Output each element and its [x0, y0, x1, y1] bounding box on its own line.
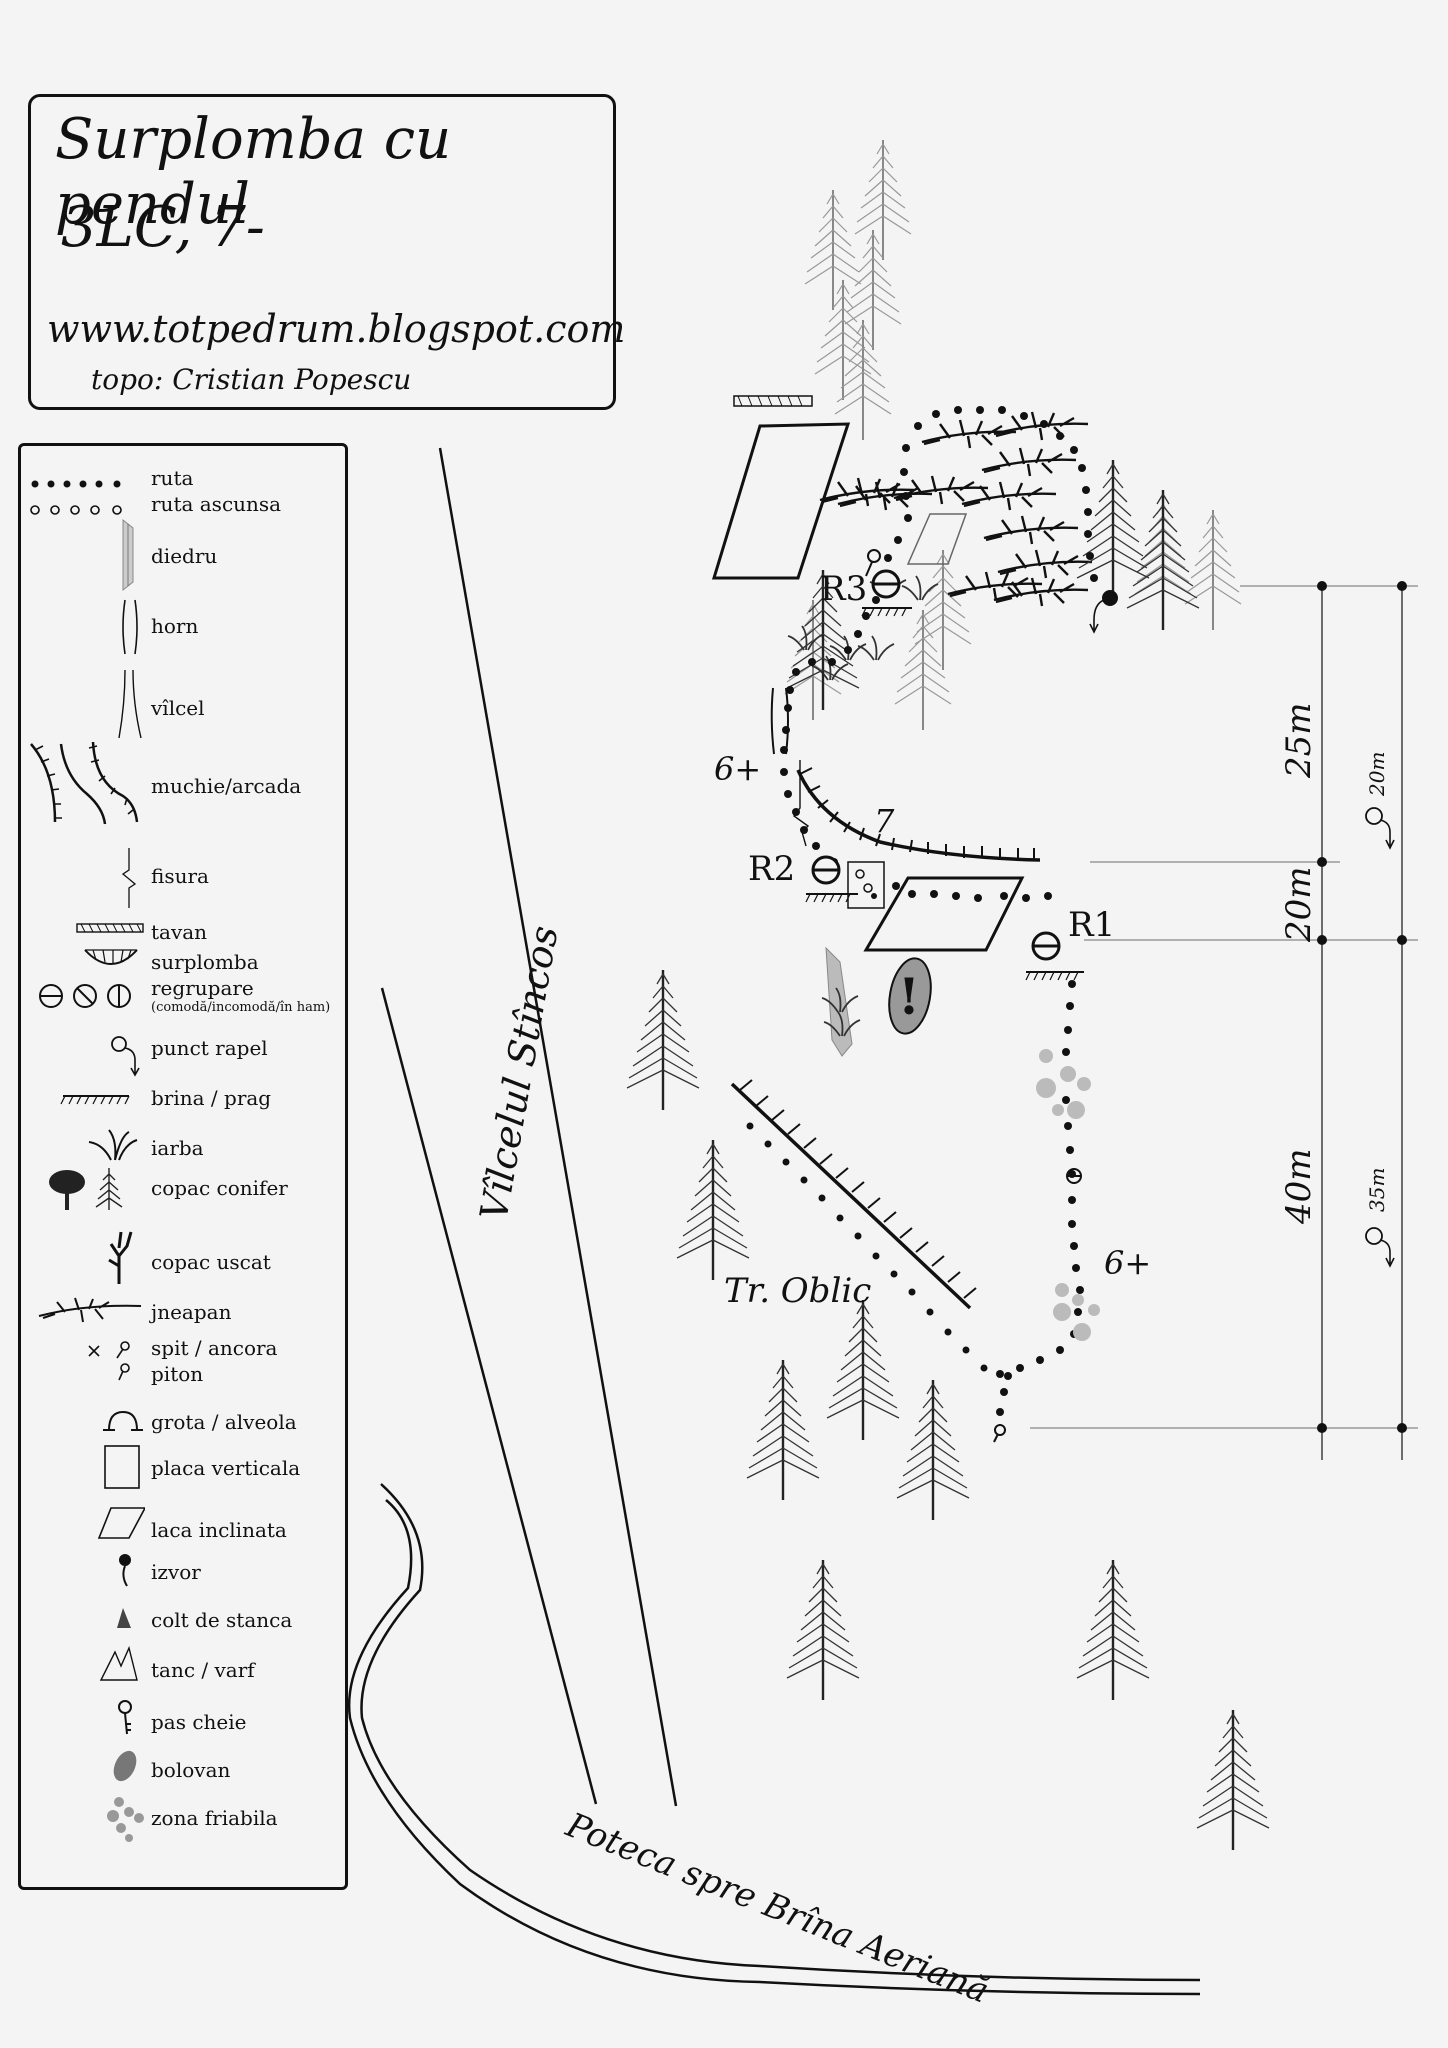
boulder-icon — [113, 1750, 137, 1782]
ridge-icon — [30, 741, 139, 825]
legend-label: jneapan — [151, 1300, 232, 1324]
dihedral-icon — [122, 518, 134, 592]
rappel-icon — [111, 1036, 140, 1077]
belay-label-r2: R2 — [748, 849, 795, 889]
roof-icon — [76, 923, 144, 933]
legend-label: regrupare(comodă/incomodă/în ham) — [151, 976, 331, 1015]
legend-label: vîlcel — [151, 696, 205, 720]
legend-label: piton — [151, 1362, 204, 1386]
grade-label-6plus-lower: 6+ — [1104, 1244, 1151, 1282]
ledge-icon — [60, 1095, 130, 1105]
legend-label: surplomba — [151, 950, 259, 974]
legend-label: muchie/arcada — [151, 774, 302, 798]
loose-rock-zone — [1036, 1049, 1100, 1341]
legend-label: brina / prag — [151, 1086, 272, 1110]
legend-label: tavan — [151, 920, 208, 944]
route-name: Surplomba cu pendul — [55, 107, 452, 237]
pitch-length-20m: 20m — [1279, 866, 1319, 943]
legend-label: ruta ascunsa — [151, 492, 282, 516]
peak-icon — [99, 1645, 138, 1681]
bolt-icon — [88, 1341, 130, 1381]
belay-label-r3: R3 — [820, 569, 867, 609]
legend-label: fisura — [151, 864, 209, 888]
legend-label: copac conifer — [151, 1176, 288, 1200]
dotted-line-icon — [31, 480, 121, 488]
route-line — [780, 406, 1098, 1416]
pitch-length-25m: 25m — [1279, 702, 1319, 779]
legend-sublabel: (comodă/incomodă/în ham) — [151, 1000, 331, 1015]
hollow-dotted-line-icon — [30, 505, 122, 515]
legend-label: pas cheie — [151, 1710, 247, 1734]
gully-icon — [118, 669, 142, 739]
belay-icon — [39, 984, 131, 1008]
legend-label: grota / alveola — [151, 1410, 297, 1434]
dead-tree-icon — [108, 1231, 133, 1284]
legend-panel: ruta ruta ascunsa diedru horn vîlcel muc… — [18, 443, 348, 1890]
author-credit: topo: Cristian Popescu — [91, 363, 412, 396]
traverse-name: Tr. Oblic — [724, 1271, 871, 1311]
legend-label: punct rapel — [151, 1036, 268, 1060]
belay-label-r1: R1 — [1068, 905, 1115, 945]
slab-icon — [97, 1507, 145, 1539]
legend-label: horn — [151, 614, 199, 638]
footpath-name: Poteca spre Brîna Aeriană — [560, 1805, 995, 2012]
gully-name: Vîlcelul Stîncos — [472, 922, 567, 1223]
loose-rock-icon — [107, 1797, 144, 1842]
legend-label: placa verticala — [151, 1456, 301, 1480]
rappel-icon — [1365, 1227, 1395, 1268]
legend-label: copac uscat — [151, 1250, 271, 1274]
grade-label-7: 7 — [874, 802, 895, 840]
spring-icon — [119, 1554, 131, 1587]
grass-icon — [88, 1129, 138, 1161]
legend-label: bolovan — [151, 1758, 231, 1782]
route-grade: 3LC, 7- — [61, 195, 265, 260]
legend-label: zona friabila — [151, 1806, 278, 1830]
legend-label: tanc / varf — [151, 1658, 255, 1682]
juniper-icon — [38, 1297, 142, 1323]
website-url: www.totpedrum.blogspot.com — [47, 307, 626, 351]
legend-label: laca inclinata — [151, 1518, 287, 1542]
warning-mark: ! — [898, 967, 920, 1026]
rock-point-icon — [117, 1608, 131, 1628]
rappel-length-20m: 20m — [1365, 752, 1389, 797]
legend-label: colt de stanca — [151, 1608, 293, 1632]
chimney-icon — [122, 599, 138, 655]
pitch-length-40m: 40m — [1279, 1148, 1319, 1225]
legend-label: iarba — [151, 1136, 204, 1160]
overhang-icon — [84, 949, 138, 965]
cave-icon — [103, 1410, 143, 1431]
tree-icon — [49, 1168, 123, 1210]
legend-label: izvor — [151, 1560, 201, 1584]
grade-label-6plus-upper: 6+ — [714, 750, 761, 788]
crack-icon — [121, 848, 137, 908]
legend-label: ruta — [151, 466, 194, 490]
warning-boulder — [888, 957, 932, 1035]
traverse-line — [746, 1122, 988, 1372]
key-icon — [118, 1700, 132, 1735]
vertical-slab-icon — [104, 1445, 140, 1489]
rappel-length-35m: 35m — [1365, 1168, 1389, 1212]
legend-label: diedru — [151, 544, 218, 568]
rappel-icon — [1365, 807, 1395, 850]
legend-label: spit / ancora — [151, 1336, 278, 1360]
title-box: Surplomba cu pendul 3LC, 7- www.totpedru… — [28, 94, 625, 410]
